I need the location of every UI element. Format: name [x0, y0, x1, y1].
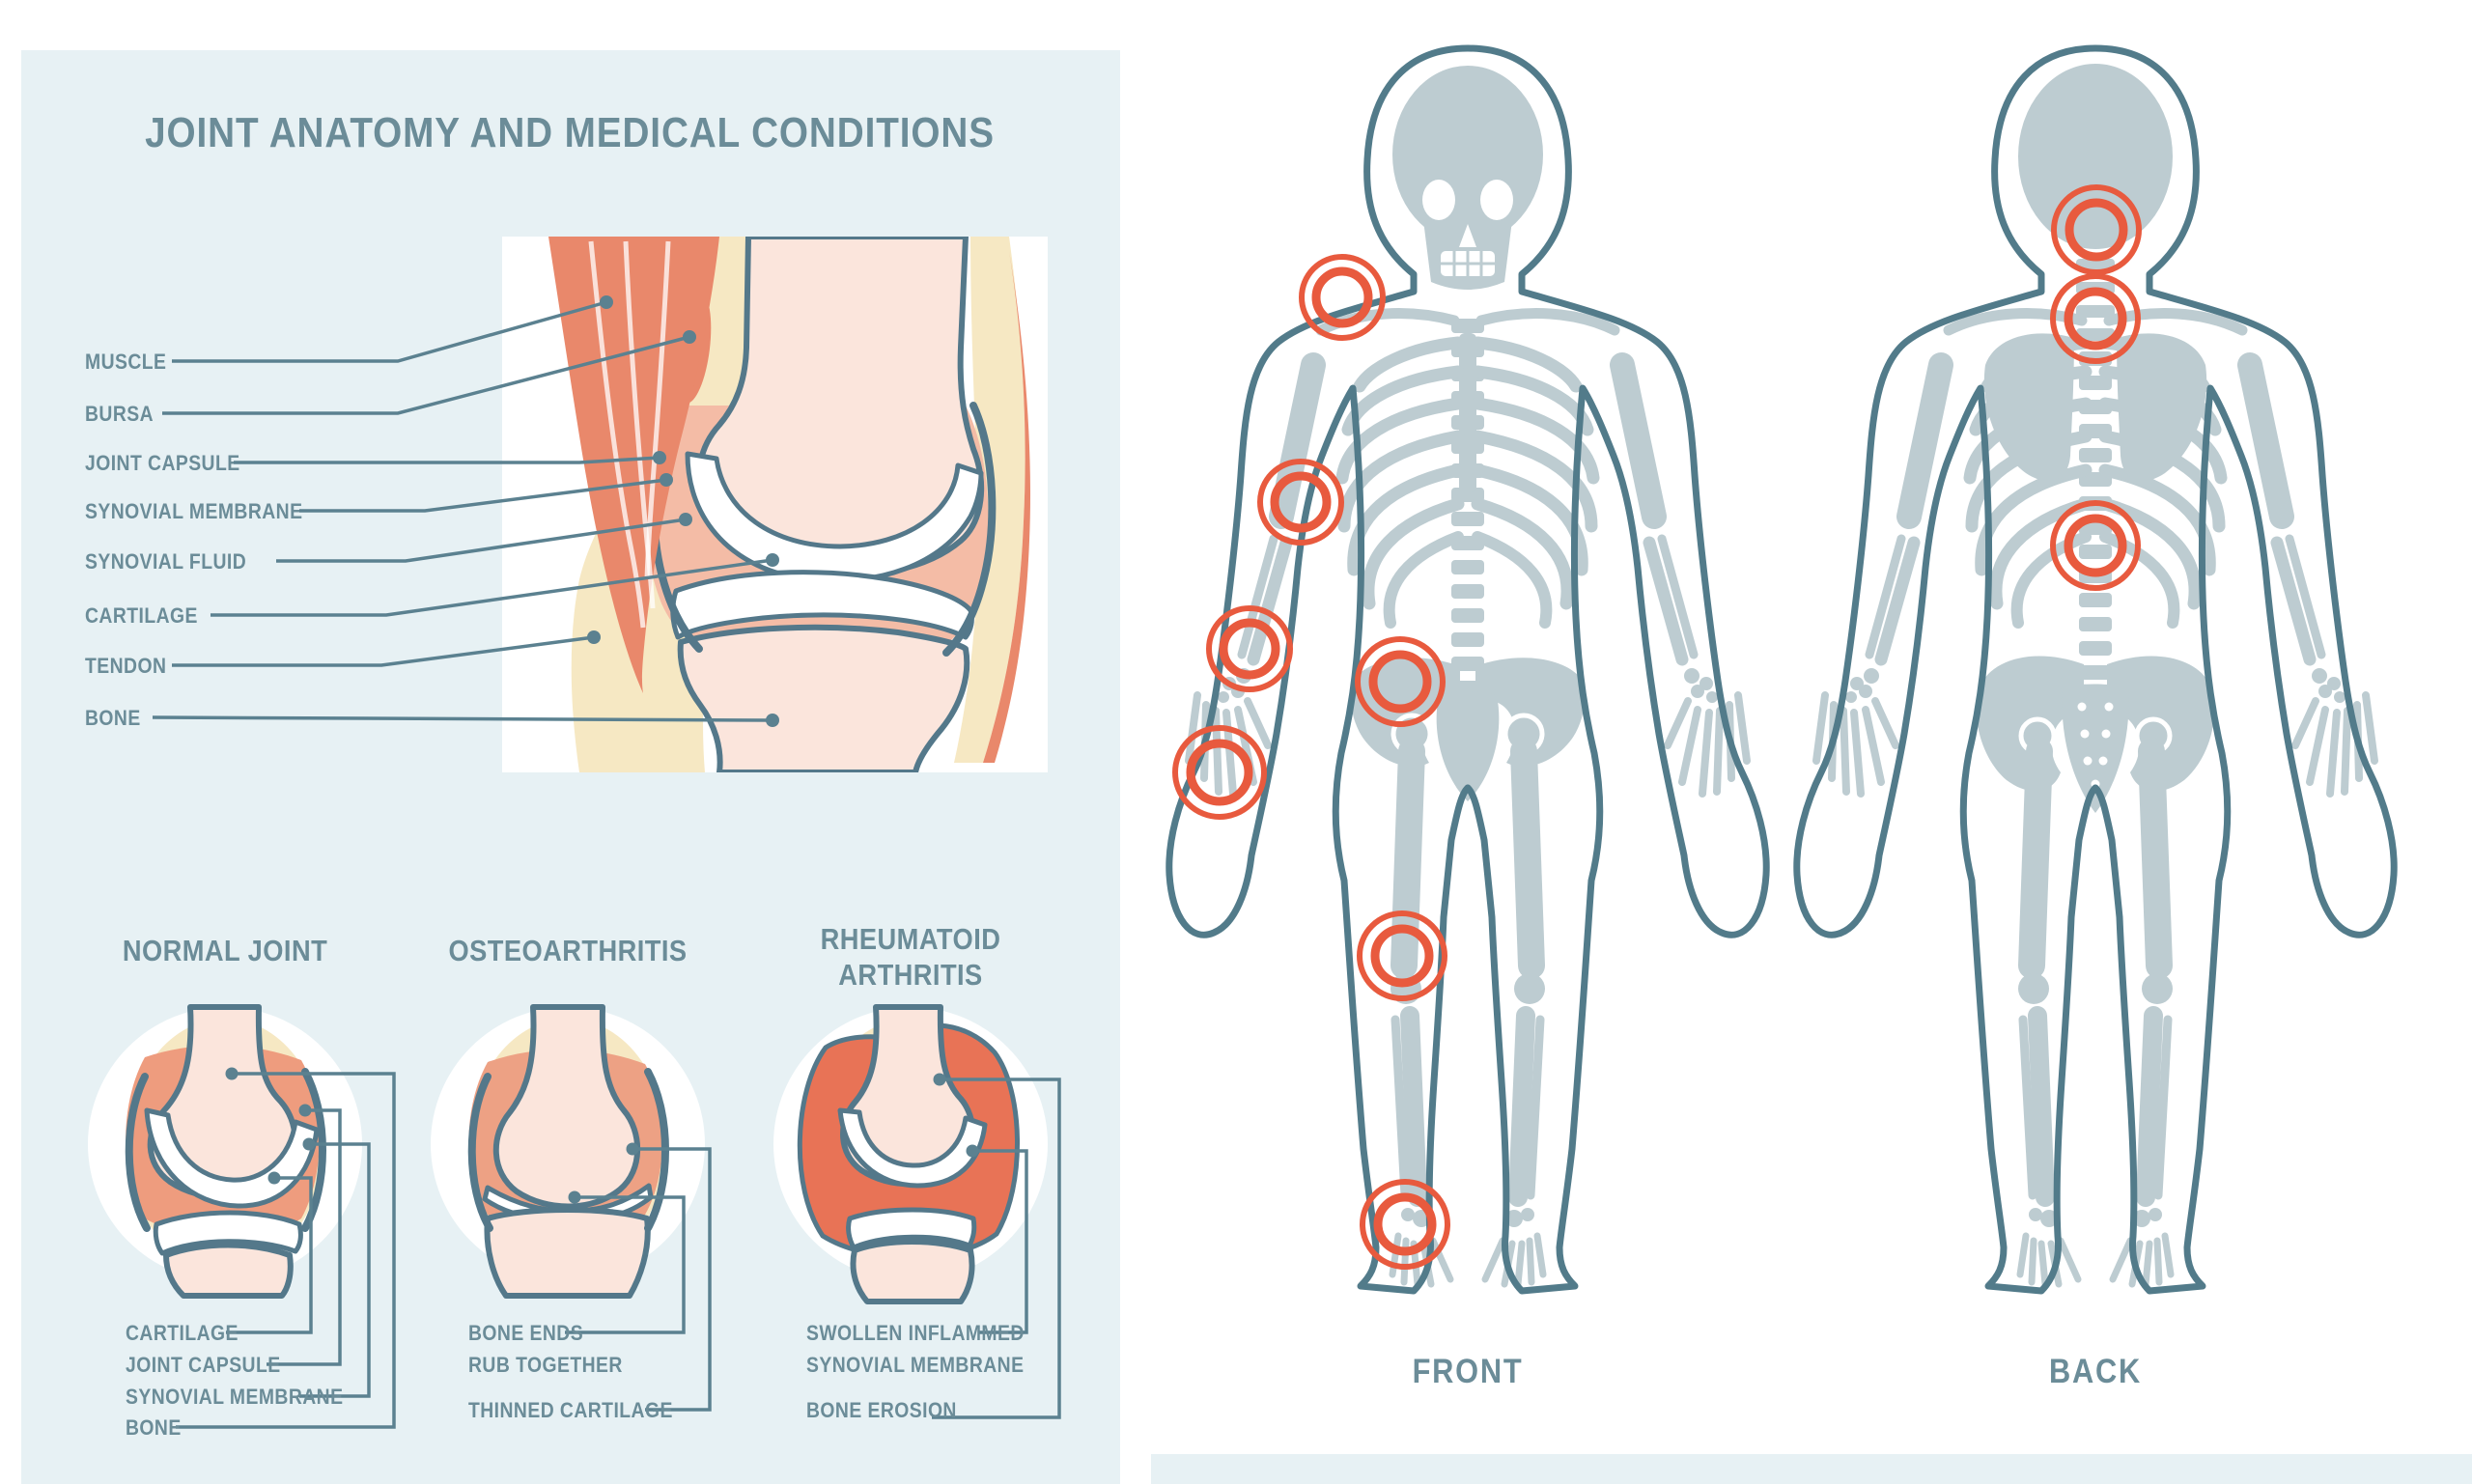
label-tendon: TENDON [85, 655, 166, 678]
condition-title: NORMAL JOINT [123, 935, 327, 967]
pelvis-front [1351, 658, 1585, 801]
tibia-shape [677, 624, 970, 772]
svg-text:BONE ENDS: BONE ENDS [468, 1322, 583, 1345]
marker-cervical-spine [2051, 184, 2142, 275]
femur-mini [492, 1004, 641, 1210]
marker-hip [1355, 636, 1446, 727]
svg-text:THINNED CARTILAGE: THINNED CARTILAGE [468, 1399, 673, 1422]
joint-capsule-right [942, 402, 997, 657]
svg-text:SWOLLEN INFLAMMED: SWOLLEN INFLAMMED [806, 1322, 1025, 1345]
knee-anatomy-illustration [502, 237, 1048, 772]
label-cartilage: CARTILAGE [85, 604, 198, 628]
front-caption: FRONT [1413, 1352, 1524, 1389]
svg-text:SYNOVIAL MEMBRANE: SYNOVIAL MEMBRANE [126, 1386, 343, 1409]
condition-rheumatoid-arthritis: RHEUMATOID ARTHRITIS SWOLLEN INFLAMMED S… [773, 923, 1061, 1422]
normal-joint-connectors [176, 1067, 396, 1429]
condition-title: OSTEOARTHRITIS [448, 935, 687, 967]
marker-thoracic-spine [2050, 273, 2141, 364]
back-caption: BACK [2049, 1352, 2142, 1389]
marker-ankle [1360, 1179, 1450, 1270]
marker-elbow [1257, 459, 1344, 546]
skull-front [1392, 66, 1543, 290]
label-synovial-fluid: SYNOVIAL FLUID [85, 550, 246, 574]
front-markers [1172, 254, 1450, 1270]
pelvis-back [1976, 656, 2215, 813]
svg-text:BONE: BONE [126, 1416, 182, 1440]
page-title: JOINT ANATOMY AND MEDICAL CONDITIONS [145, 108, 995, 156]
muscle-sliver-right [983, 251, 1031, 763]
skull-back [2018, 64, 2173, 249]
bottom-right-panel [1151, 1454, 2472, 1484]
upper-cartilage-shape [685, 451, 984, 584]
marker-wrist [1206, 605, 1293, 692]
condition-title: RHEUMATOID [821, 923, 1001, 956]
svg-text:JOINT CAPSULE: JOINT CAPSULE [126, 1354, 281, 1377]
osteoarthritis-connectors [565, 1142, 712, 1412]
label-synovial-membrane: SYNOVIAL MEMBRANE [85, 500, 302, 523]
marker-shoulder [1299, 254, 1386, 341]
tibia-mini [850, 1239, 975, 1304]
condition-normal-joint: NORMAL JOINT CARTILAGE JOINT CAPSULE SYN… [88, 935, 396, 1440]
tibia-mini [163, 1242, 294, 1299]
anatomy-labels: MUSCLE BURSA JOINT CAPSULE SYNOVIAL MEMB… [85, 295, 779, 730]
condition-title-line2: ARTHRITIS [838, 959, 982, 992]
condition-osteoarthritis: OSTEOARTHRITIS BONE ENDS RUB TOGETHER TH… [431, 935, 712, 1422]
marker-knee [1357, 910, 1447, 1001]
label-bursa: BURSA [85, 403, 154, 426]
muscle-shape [548, 237, 719, 693]
skeleton-front-figure [1169, 48, 1766, 1291]
svg-text:SYNOVIAL MEMBRANE: SYNOVIAL MEMBRANE [806, 1354, 1024, 1377]
back-markers [2050, 184, 2142, 591]
tibia-mini [484, 1207, 651, 1299]
label-bone: BONE [85, 707, 141, 730]
svg-text:CARTILAGE: CARTILAGE [126, 1322, 239, 1345]
cartilage-mini [837, 1107, 988, 1189]
skeleton-back-figure [1797, 48, 2394, 1291]
rheumatoid-connectors [932, 1073, 1061, 1419]
label-joint-capsule: JOINT CAPSULE [85, 452, 240, 475]
svg-text:BONE EROSION: BONE EROSION [806, 1399, 957, 1422]
marker-lumbar-spine [2050, 500, 2141, 591]
anatomy-leader-lines [152, 295, 779, 727]
label-muscle: MUSCLE [85, 350, 166, 374]
svg-text:RUB TOGETHER: RUB TOGETHER [468, 1354, 623, 1377]
scapulae [1983, 333, 2207, 482]
marker-fingers [1172, 725, 1267, 820]
